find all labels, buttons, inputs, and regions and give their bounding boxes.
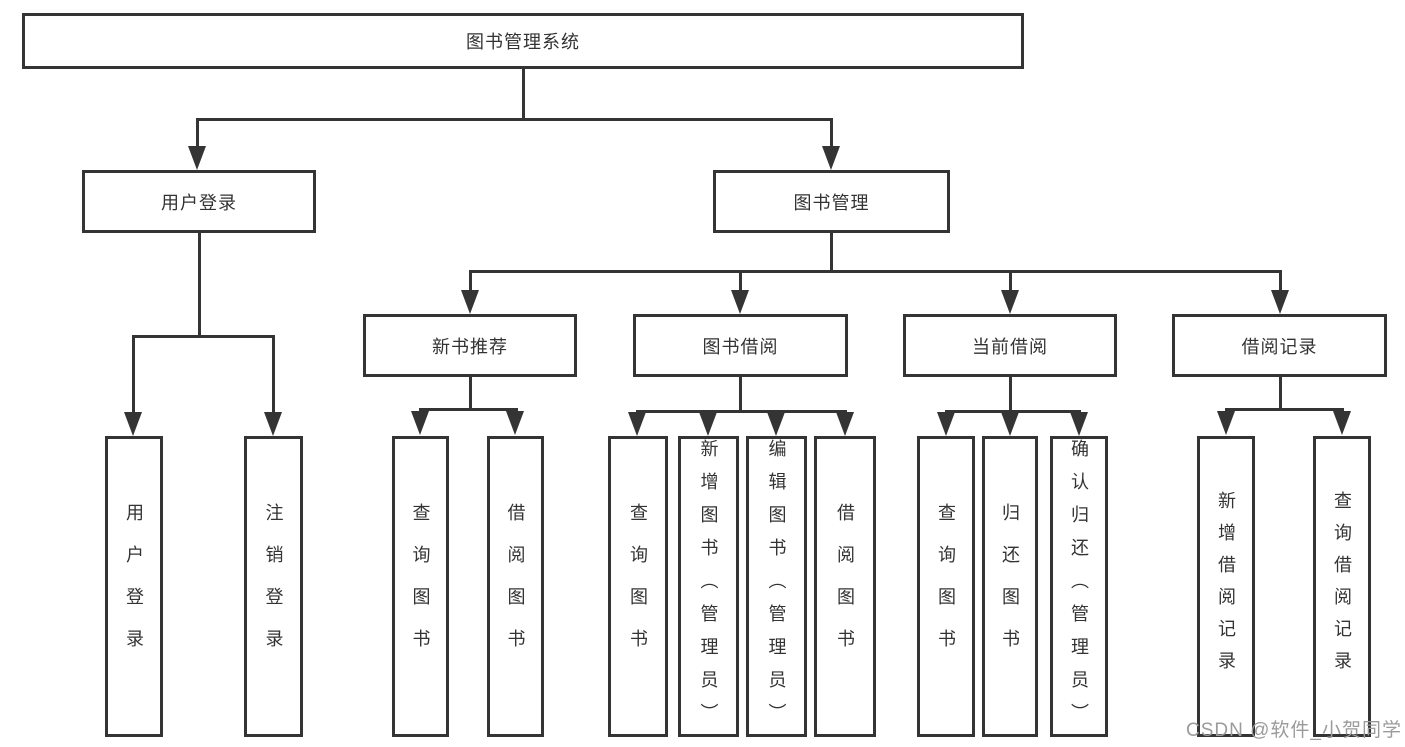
arrowhead-icon: [731, 290, 749, 314]
leaf-label: 查询图书: [410, 502, 431, 671]
connector-line: [272, 335, 275, 415]
node-book-management: 图书管理: [713, 170, 950, 233]
leaf-label: 借阅图书: [835, 502, 855, 671]
leaf-label: 借阅图书: [505, 502, 526, 671]
connector-line: [1279, 377, 1282, 410]
leaf-current-confirm-return-admin: 确认归还（管理员）: [1050, 436, 1108, 737]
connector-line: [419, 408, 518, 411]
arrowhead-icon: [506, 411, 524, 435]
arrowhead-icon: [1001, 290, 1019, 314]
arrowhead-icon: [937, 412, 955, 436]
node-book-borrow-label: 图书借阅: [702, 336, 779, 357]
connector-line: [1279, 270, 1282, 294]
leaf-label: 编辑图书（管理员）: [766, 439, 787, 736]
arrowhead-icon: [822, 146, 840, 170]
connector-line: [1009, 377, 1012, 412]
arrowhead-icon: [699, 412, 717, 436]
arrowhead-icon: [1217, 411, 1235, 435]
arrowhead-icon: [411, 411, 429, 435]
connector-line: [945, 410, 1081, 413]
leaf-current-return-books: 归还图书: [982, 436, 1038, 737]
connector-line: [196, 118, 833, 121]
leaf-logout: 注销登录: [244, 436, 303, 737]
arrowhead-icon: [188, 146, 206, 170]
node-current-borrow: 当前借阅: [903, 314, 1117, 377]
arrowhead-icon: [124, 412, 142, 436]
leaf-user-login-label: 用户登录: [124, 502, 144, 671]
connector-line: [636, 410, 847, 413]
leaf-label: 确认归还（管理员）: [1069, 439, 1089, 736]
connector-line: [469, 377, 472, 410]
connector-line: [1225, 408, 1344, 411]
node-book-management-label: 图书管理: [793, 192, 870, 213]
node-user-login-label: 用户登录: [161, 192, 237, 213]
node-borrow-records-label: 借阅记录: [1241, 336, 1318, 357]
node-root-library-system: 图书管理系统: [22, 13, 1024, 69]
node-borrow-records: 借阅记录: [1172, 314, 1387, 377]
arrowhead-icon: [628, 412, 646, 436]
leaf-borrow-borrow-books: 借阅图书: [814, 436, 876, 737]
connector-line: [198, 233, 201, 337]
csdn-watermark: CSDN @软件_小贺同学: [1186, 720, 1402, 741]
leaf-records-add-record: 新增借阅记录: [1197, 436, 1255, 737]
leaf-recommend-query-books: 查询图书: [392, 436, 449, 737]
leaf-logout-label: 注销登录: [263, 502, 284, 671]
leaf-user-login: 用户登录: [105, 436, 163, 737]
leaf-borrow-edit-books-admin: 编辑图书（管理员）: [746, 436, 807, 737]
node-root-label: 图书管理系统: [466, 32, 580, 52]
arrowhead-icon: [1333, 411, 1351, 435]
leaf-label: 归还图书: [1000, 502, 1020, 671]
leaf-borrow-query-books: 查询图书: [608, 436, 668, 737]
arrowhead-icon: [461, 290, 479, 314]
arrowhead-icon: [1070, 412, 1088, 436]
leaf-current-query-books: 查询图书: [917, 436, 975, 737]
connector-line: [830, 118, 833, 150]
leaf-label: 查询图书: [936, 502, 956, 671]
leaf-recommend-borrow-books: 借阅图书: [487, 436, 544, 737]
connector-line: [132, 335, 135, 415]
arrowhead-icon: [1001, 412, 1019, 436]
connector-line: [469, 270, 472, 294]
connector-line: [830, 233, 833, 272]
node-new-book-recommend-label: 新书推荐: [432, 336, 508, 357]
connector-line: [469, 270, 1282, 273]
node-book-borrow: 图书借阅: [633, 314, 848, 377]
node-user-login: 用户登录: [82, 170, 316, 233]
leaf-borrow-add-books-admin: 新增图书（管理员）: [678, 436, 739, 737]
leaf-label: 新增图书（管理员）: [698, 439, 719, 736]
connector-line: [739, 377, 742, 412]
connector-line: [739, 270, 742, 294]
node-new-book-recommend: 新书推荐: [363, 314, 577, 377]
leaf-label: 查询借阅记录: [1332, 490, 1352, 683]
arrowhead-icon: [836, 412, 854, 436]
arrowhead-icon: [264, 412, 282, 436]
arrowhead-icon: [1271, 290, 1289, 314]
connector-line: [522, 67, 525, 118]
leaf-label: 查询图书: [628, 502, 648, 671]
arrowhead-icon: [767, 412, 785, 436]
node-current-borrow-label: 当前借阅: [972, 336, 1048, 357]
connector-line: [196, 118, 199, 150]
leaf-label: 新增借阅记录: [1216, 490, 1236, 683]
connector-line: [1009, 270, 1012, 294]
connector-line: [132, 335, 275, 338]
leaf-records-query-record: 查询借阅记录: [1313, 436, 1371, 737]
